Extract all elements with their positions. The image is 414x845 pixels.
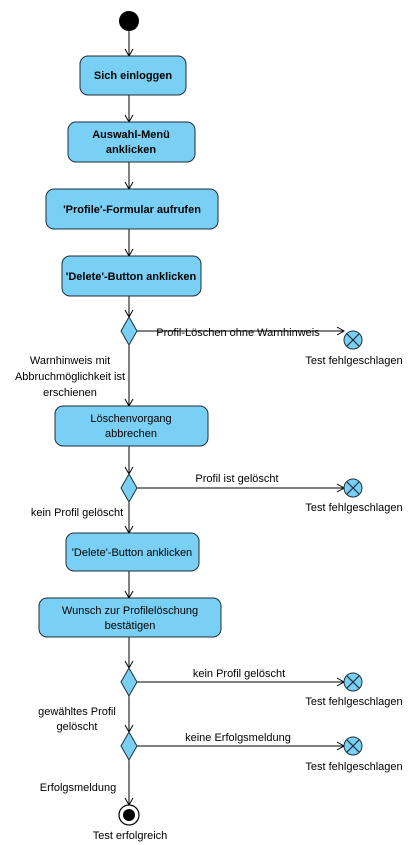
branch-label: gewähltes Profil xyxy=(38,706,116,718)
action-label: Löschenvorgang xyxy=(90,413,171,425)
decision-1 xyxy=(120,315,138,347)
action-label: 'Profile'-Formular aufrufen xyxy=(63,204,201,216)
branch-label: kein Profil gelöscht xyxy=(31,507,123,519)
success-label: Test erfolgreich xyxy=(93,830,168,842)
action-login: Sich einloggen xyxy=(79,55,187,96)
action-label: 'Delete'-Button anklicken xyxy=(72,547,192,559)
action-menu: Auswahl-Menü anklicken xyxy=(67,121,196,163)
branch-label: Warnhinweis mit xyxy=(30,355,110,367)
action-label: anklicken xyxy=(106,144,156,156)
action-label: Wunsch zur Profilelöschung xyxy=(62,605,198,617)
fail-label: Test fehlgeschlagen xyxy=(305,355,402,367)
final-node xyxy=(118,804,140,826)
action-profile: 'Profile'-Formular aufrufen xyxy=(45,188,219,230)
action-label: Auswahl-Menü xyxy=(92,129,170,141)
action-label: bestätigen xyxy=(105,620,156,632)
decision-3 xyxy=(120,666,138,698)
branch-label: kein Profil gelöscht xyxy=(193,668,285,680)
decision-2 xyxy=(120,472,138,504)
fail-label: Test fehlgeschlagen xyxy=(305,502,402,514)
action-confirm: Wunsch zur Profilelöschung bestätigen xyxy=(38,597,222,638)
branch-label: Abbruchmöglichkeit ist xyxy=(15,371,125,383)
branch-label: Erfolgsmeldung xyxy=(40,782,116,794)
action-label: Sich einloggen xyxy=(94,70,173,82)
branch-label: Profil ist gelöscht xyxy=(195,473,278,485)
branch-label: gelöscht xyxy=(57,721,98,733)
start-node xyxy=(119,11,139,31)
decision-4 xyxy=(120,730,138,762)
flow-final-3 xyxy=(343,672,363,692)
flow-edges xyxy=(124,31,346,807)
flow-final-1 xyxy=(343,330,363,350)
flow-final-2 xyxy=(343,478,363,498)
fail-label: Test fehlgeschlagen xyxy=(305,761,402,773)
branch-label: keine Erfolgsmeldung xyxy=(185,732,291,744)
action-label: 'Delete'-Button anklicken xyxy=(66,271,197,283)
fail-label: Test fehlgeschlagen xyxy=(305,696,402,708)
action-delete-2: 'Delete'-Button anklicken xyxy=(65,532,200,572)
flow-final-4 xyxy=(343,736,363,756)
action-delete-1: 'Delete'-Button anklicken xyxy=(61,255,202,297)
action-cancel: Löschenvorgang abbrechen xyxy=(54,405,209,447)
action-label: abbrechen xyxy=(105,428,157,440)
branch-label: Profil-Löschen ohne Warnhinweis xyxy=(156,327,320,339)
branch-label: erschienen xyxy=(43,387,97,399)
